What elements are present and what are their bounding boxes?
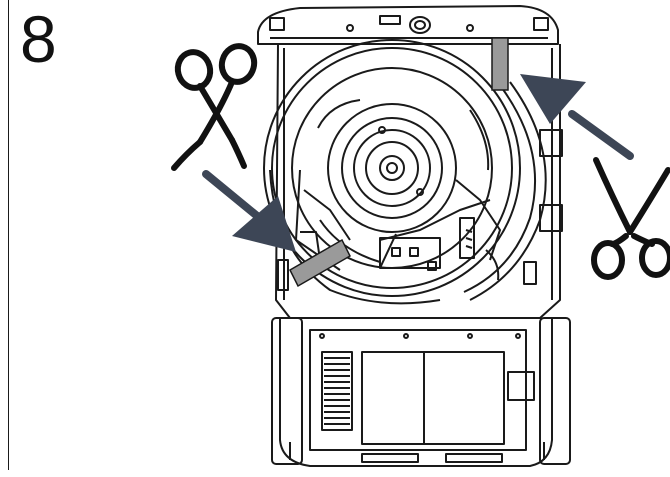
drum-assembly	[263, 39, 521, 297]
tape-strip-right	[491, 37, 509, 91]
step-divider	[8, 0, 9, 470]
lid-cover	[257, 5, 559, 45]
scissors-icon-left	[171, 43, 258, 171]
base-unit	[271, 317, 571, 467]
arrow-icon-right	[520, 74, 634, 160]
scissors-icon-right	[591, 157, 670, 280]
step-number: 8	[20, 2, 57, 76]
tape-strip-left	[289, 238, 351, 288]
arrow-icon-left	[202, 170, 296, 252]
